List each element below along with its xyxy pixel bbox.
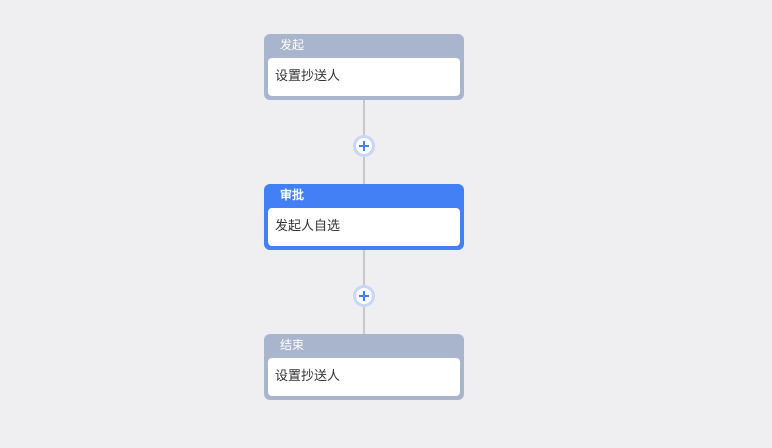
node-content[interactable]: 设置抄送人 [268, 358, 460, 396]
add-node-button[interactable] [353, 135, 375, 157]
plus-icon [356, 288, 372, 304]
add-node-button[interactable] [353, 285, 375, 307]
flow-node-end[interactable]: 结束 设置抄送人 [264, 334, 464, 400]
node-title: 审批 [280, 188, 305, 202]
node-title: 发起 [280, 38, 305, 52]
node-content[interactable]: 发起人自选 [268, 208, 460, 246]
node-content[interactable]: 设置抄送人 [268, 58, 460, 96]
flow-node-start[interactable]: 发起 设置抄送人 [264, 34, 464, 100]
flow-node-approval[interactable]: 审批 发起人自选 [264, 184, 464, 250]
node-title: 结束 [280, 338, 305, 352]
plus-icon [356, 138, 372, 154]
